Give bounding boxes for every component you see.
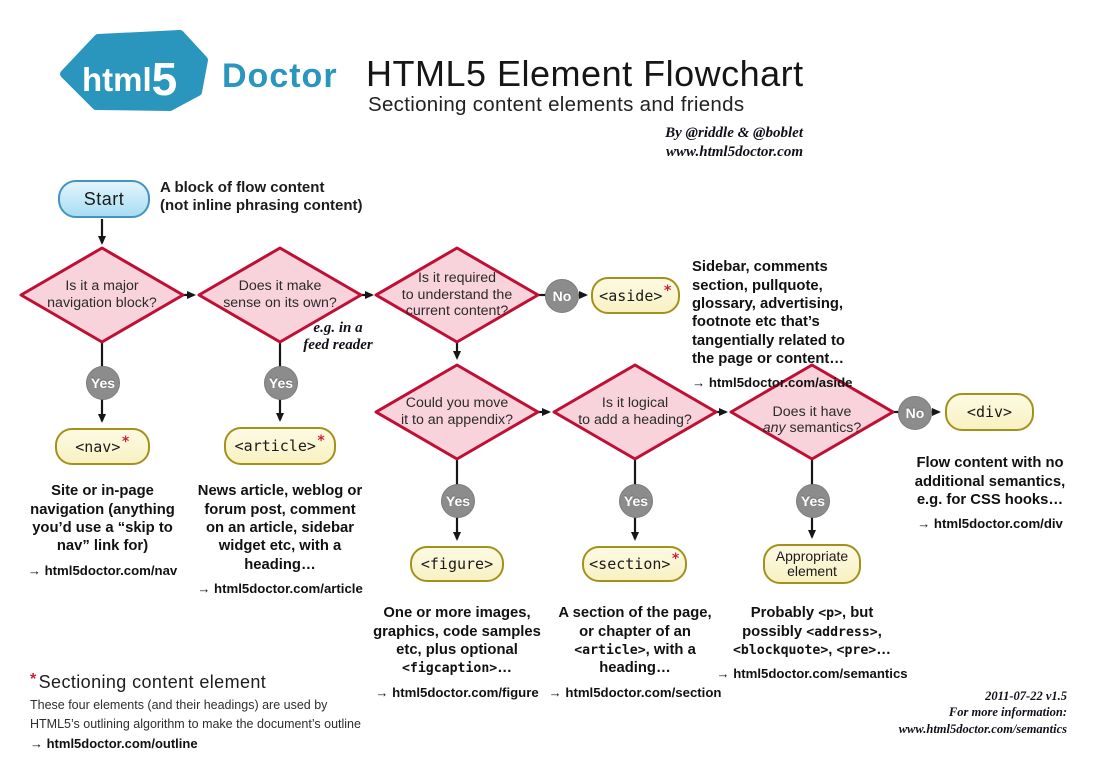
version-info: 2011-07-22 v1.5 For more information: ww… xyxy=(898,689,1067,736)
diamond-section-question xyxy=(552,363,718,461)
pre-code: <pre> xyxy=(836,643,877,659)
p-code: <p> xyxy=(818,606,843,622)
outline-link[interactable]: → html5doctor.com/outline xyxy=(30,735,198,751)
div-description: Flow content with no additional semantic… xyxy=(899,436,1081,551)
section-description: A section of the page, or chapter of an … xyxy=(540,586,730,719)
figure-description-text: One or more images, graphics, code sampl… xyxy=(373,605,541,659)
appropriate-description: Probably <p>, but possibly <address>, <b… xyxy=(710,586,914,701)
question-aside: Is it required to understand the current… xyxy=(401,269,513,320)
footnote-star: * xyxy=(30,671,37,688)
article-description-text: News article, weblog or forum post, comm… xyxy=(197,483,363,573)
nav-node: <nav>* xyxy=(55,428,150,465)
question-figure: Could you move it to an appendix? xyxy=(400,395,513,428)
logo-hexagon xyxy=(60,30,208,111)
article-label: <article> xyxy=(234,437,316,455)
blockquote-code: <blockquote> xyxy=(732,643,829,659)
diamond-article-question xyxy=(197,246,363,344)
appropriate-element-label: Appropriate element xyxy=(775,547,849,579)
diamond-aside-question xyxy=(374,246,540,344)
section-link[interactable]: → html5doctor.com/section xyxy=(548,684,722,700)
section-node: <section>* xyxy=(582,546,687,582)
aside-description: Sidebar, comments section, pullquote, gl… xyxy=(692,240,887,410)
nav-description-text: Site or in-page navigation (anything you… xyxy=(30,483,175,555)
appropriate-element-node: Appropriate element xyxy=(763,544,861,584)
semantics-question-post: semantics? xyxy=(785,420,862,437)
byline-authors: By @riddle & @boblet xyxy=(665,125,803,141)
aside-node: <aside>* xyxy=(591,277,680,314)
semantics-question-pre: Does it have xyxy=(772,403,852,420)
section-description-text: A section of the page, or chapter of an xyxy=(558,605,712,640)
address-code: <address> xyxy=(806,624,878,640)
decision-diamonds xyxy=(19,246,895,461)
figure-node: <figure> xyxy=(410,546,504,582)
page-title: HTML5 Element Flowchart xyxy=(366,53,804,94)
start-note: A block of flow content (not inline phra… xyxy=(160,179,363,215)
diamond-figure-question xyxy=(374,363,540,461)
aside-label: <aside> xyxy=(599,286,663,305)
html5-doctor-logo: html5 xyxy=(60,30,208,111)
logo-doctor-text: Doctor xyxy=(222,57,338,95)
footnote-body: These four elements (and their headings)… xyxy=(30,698,361,731)
figure-label: <figure> xyxy=(420,555,494,573)
article-node: <article>* xyxy=(224,427,336,465)
figcaption-code: <figcaption> xyxy=(401,661,498,677)
question-article: Does it make sense on its own? xyxy=(223,278,337,311)
nav-link[interactable]: → html5doctor.com/nav xyxy=(27,562,178,578)
start-label: Start xyxy=(83,188,125,209)
byline: By @riddle & @boblet www.html5doctor.com xyxy=(545,124,803,162)
question-nav: Is it a major navigation block? xyxy=(47,278,157,311)
article-star: * xyxy=(316,433,326,449)
byline-url[interactable]: www.html5doctor.com xyxy=(666,143,803,160)
question-section: Is it logical to add a heading? xyxy=(578,395,692,428)
section-star: * xyxy=(671,551,680,567)
div-node: <div> xyxy=(945,393,1034,431)
semantics-link[interactable]: → html5doctor.com/semantics xyxy=(716,666,908,682)
article-description: News article, weblog or forum post, comm… xyxy=(187,464,373,616)
figure-link[interactable]: → html5doctor.com/figure xyxy=(375,684,539,700)
diamond-semantics-question xyxy=(729,363,895,461)
nav-label: <nav> xyxy=(75,437,121,456)
semantics-question-any: any xyxy=(762,420,786,437)
feed-reader-note: e.g. in a feed reader xyxy=(303,320,373,354)
aside-link[interactable]: → html5doctor.com/aside xyxy=(692,375,853,391)
nav-description: Site or in-page navigation (anything you… xyxy=(10,464,195,597)
yes-badge-figure: Yes xyxy=(441,484,475,518)
svg-text:html5: html5 xyxy=(82,53,177,105)
div-label: <div> xyxy=(966,403,1013,421)
article-link[interactable]: → html5doctor.com/article xyxy=(197,581,363,597)
nav-star: * xyxy=(121,433,130,450)
sectioning-footnote: *Sectioning content element These four e… xyxy=(30,671,390,751)
diamond-nav-question xyxy=(19,246,185,344)
yes-badge-article: Yes xyxy=(264,366,298,400)
div-link[interactable]: → html5doctor.com/div xyxy=(917,516,1063,532)
page-subtitle: Sectioning content elements and friends xyxy=(368,93,745,116)
article-code: <article> xyxy=(574,643,646,659)
yes-badge-nav: Yes xyxy=(86,366,120,400)
yes-badge-element: Yes xyxy=(796,484,830,518)
start-node: Start xyxy=(58,180,150,218)
footnote-title: *Sectioning content element xyxy=(30,671,267,692)
aside-description-text: Sidebar, comments section, pullquote, gl… xyxy=(692,259,845,368)
question-semantics: Does it have any semantics? xyxy=(737,383,887,441)
div-description-text: Flow content with no additional semantic… xyxy=(914,455,1066,509)
no-badge-div: No xyxy=(898,396,932,430)
aside-star: * xyxy=(663,282,672,299)
figure-description: One or more images, graphics, code sampl… xyxy=(362,586,552,719)
no-badge-aside: No xyxy=(545,279,579,313)
section-label: <section> xyxy=(589,555,671,573)
yes-badge-section: Yes xyxy=(619,484,653,518)
